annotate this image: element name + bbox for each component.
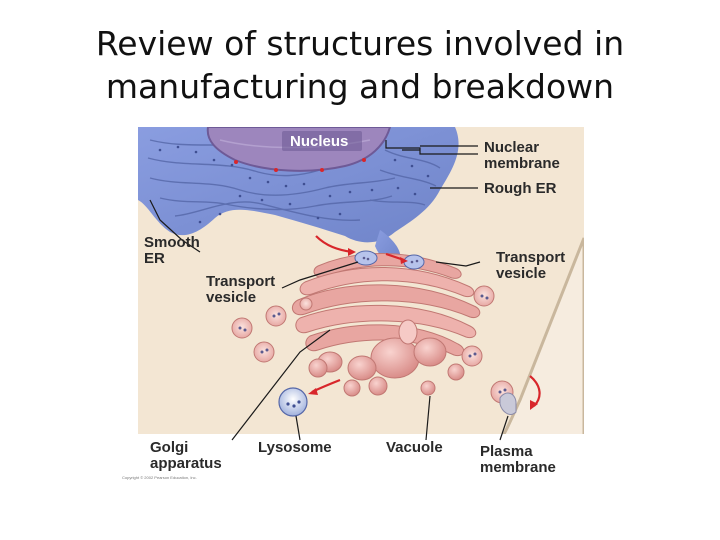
label-golgi-line1: Golgi xyxy=(150,439,188,456)
label-transport-vesicle-right-line1: Transport xyxy=(496,249,565,266)
label-transport-vesicle-left-line1: Transport xyxy=(206,273,275,290)
vacuoles xyxy=(308,358,465,397)
transport-vesicles xyxy=(231,250,514,404)
slide-title: Review of structures involved in manufac… xyxy=(0,22,720,108)
label-nuclear-membrane-line2: membrane xyxy=(484,155,560,172)
label-nucleus: Nucleus xyxy=(290,133,348,150)
diagram-illustration xyxy=(138,127,584,434)
label-plasma-membrane-line2: membrane xyxy=(480,459,556,476)
golgi-apparatus xyxy=(291,252,481,381)
label-rough-er: Rough ER xyxy=(484,180,557,197)
label-nuclear-membrane-line1: Nuclear xyxy=(484,139,539,156)
label-transport-vesicle-right-line2: vesicle xyxy=(496,265,546,282)
copyright-notice: Copyright © 2002 Pearson Education, Inc. xyxy=(122,475,197,480)
label-transport-vesicle-left-line2: vesicle xyxy=(206,289,256,306)
label-lysosome: Lysosome xyxy=(258,439,332,456)
label-smooth-er-line2: ER xyxy=(144,250,165,267)
nucleus-label-backdrop xyxy=(282,131,362,151)
label-golgi-line2: apparatus xyxy=(150,455,222,472)
label-plasma-membrane-line1: Plasma xyxy=(480,443,533,460)
endoplasmic-reticulum xyxy=(138,127,459,243)
title-line-2: manufacturing and breakdown xyxy=(105,67,615,106)
lysosome xyxy=(278,387,308,417)
title-line-1: Review of structures involved in xyxy=(95,24,625,63)
plasma-membrane xyxy=(502,237,584,434)
label-smooth-er-line1: Smooth xyxy=(144,234,200,251)
label-vacuole: Vacuole xyxy=(386,439,443,456)
leader-lines xyxy=(149,140,509,441)
